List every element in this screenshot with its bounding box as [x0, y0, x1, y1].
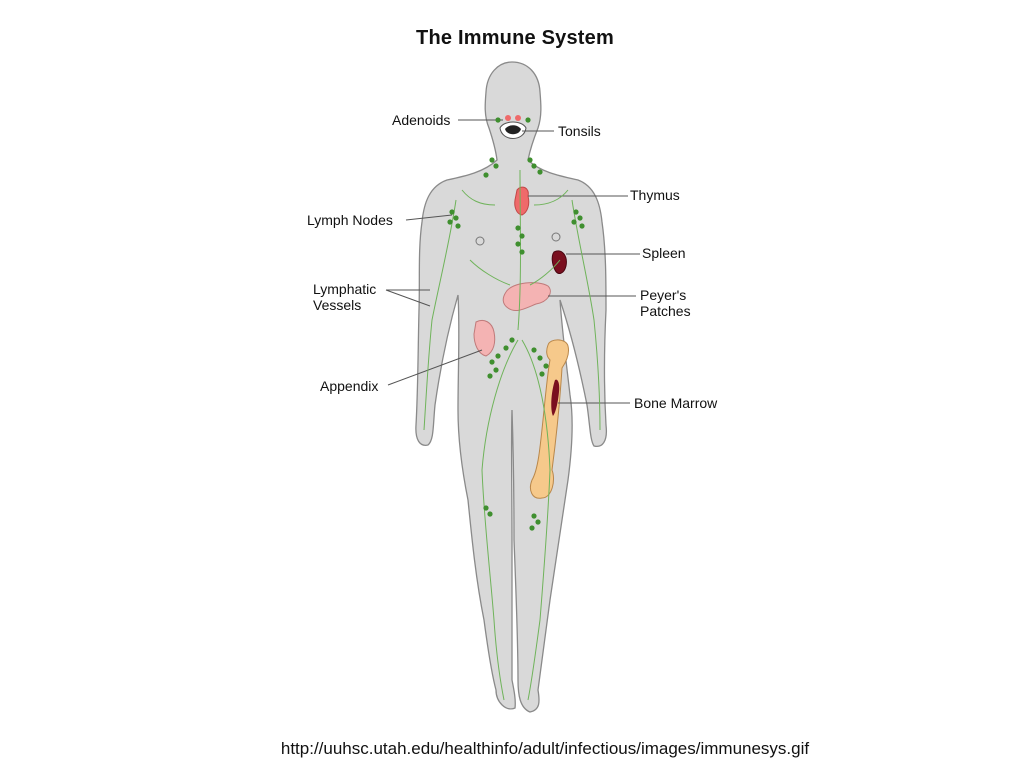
label-bone-marrow: Bone Marrow — [634, 395, 718, 411]
label-spleen: Spleen — [642, 245, 686, 261]
chest-detail-left — [475, 236, 485, 246]
label-peyers-line2: Patches — [640, 303, 691, 319]
body-silhouette — [415, 61, 608, 713]
leader-appendix — [387, 349, 483, 386]
spleen-organ — [551, 250, 567, 274]
diagram-title: The Immune System — [416, 27, 614, 49]
label-adenoids: Adenoids — [392, 112, 451, 128]
bone-marrow — [551, 379, 560, 416]
leader-lymph-nodes — [405, 214, 453, 221]
label-peyers-line1: Peyer's — [640, 287, 687, 303]
source-url: http://uuhsc.utah.edu/healthinfo/adult/i… — [280, 739, 810, 758]
label-tonsils: Tonsils — [558, 123, 601, 139]
adenoids-shape-2 — [515, 115, 521, 121]
label-appendix: Appendix — [320, 378, 379, 394]
leader-lymphatic-2 — [385, 289, 431, 307]
label-thymus: Thymus — [630, 187, 680, 203]
leader-lines — [385, 119, 640, 404]
peyers-patches-organ — [502, 282, 551, 311]
appendix-organ — [473, 319, 496, 357]
adenoids-shape — [505, 115, 511, 121]
chest-detail-right — [551, 232, 561, 242]
tonsils-shape — [505, 125, 521, 135]
label-lymph-nodes: Lymph Nodes — [307, 212, 393, 228]
thymus-organ — [514, 186, 530, 216]
femur-bone — [529, 339, 569, 499]
label-lymphatic-line1: Lymphatic — [313, 281, 377, 297]
lymph-node-dots — [447, 117, 585, 531]
label-lymphatic-line2: Vessels — [313, 297, 362, 313]
